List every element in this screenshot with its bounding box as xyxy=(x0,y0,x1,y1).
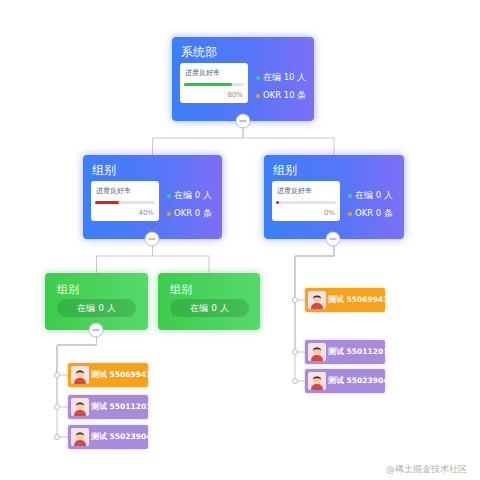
junction-dot xyxy=(55,373,60,378)
progress-track xyxy=(184,83,244,86)
member-name: 测试 55011201 xyxy=(328,347,388,357)
progress-fill xyxy=(276,201,279,204)
member-card: 测试 55023904 xyxy=(68,425,148,449)
headcount-stat: 在编 0 人 xyxy=(355,190,393,201)
junction-dot xyxy=(293,379,298,384)
headcount-pill: 在编 0 人 xyxy=(57,299,136,317)
team-name: 组别 xyxy=(57,282,79,297)
progress-fill xyxy=(95,201,119,204)
junction-dot xyxy=(293,298,298,303)
headcount-stat: 在编 0 人 xyxy=(190,302,228,315)
team-box: 组别在编 0 人 xyxy=(158,273,260,330)
progress-track xyxy=(276,201,336,204)
member-name: 测试 55069947 xyxy=(91,370,151,380)
progress-percent: 40% xyxy=(138,209,154,217)
member-card: 测试 55011201 xyxy=(68,395,148,419)
progress-fill xyxy=(184,83,232,86)
status-dot xyxy=(167,212,171,216)
member-name: 测试 55023904 xyxy=(91,432,151,442)
tree-connector xyxy=(243,121,334,155)
team-name: 组别 xyxy=(170,282,192,297)
progress-card: 进度良好率 40% xyxy=(91,181,159,221)
progress-card: 进度良好率 80% xyxy=(180,63,248,103)
okr-stat: OKR 0 条 xyxy=(355,208,393,219)
progress-percent: 80% xyxy=(227,91,243,99)
tree-connector xyxy=(153,121,244,155)
okr-stat: OKR 0 条 xyxy=(174,208,212,219)
headcount-stat: 在编 0 人 xyxy=(174,190,212,201)
member-name: 测试 55069947 xyxy=(328,295,388,305)
status-dot xyxy=(348,212,352,216)
group-box: 组别在编 0 人 OKR 0 条 进度良好率 0% xyxy=(264,155,404,239)
tree-connector xyxy=(153,239,210,273)
member-card: 测试 55069947 xyxy=(305,288,385,312)
progress-label: 进度良好率 xyxy=(277,186,312,196)
member-card: 测试 55023904 xyxy=(305,369,385,393)
member-name: 测试 55011201 xyxy=(91,402,151,412)
department-box: 系统部在编 10 人 OKR 10 条 进度良好率 80% xyxy=(172,37,314,121)
tree-connector xyxy=(97,239,153,273)
department-name: 系统部 xyxy=(181,44,217,61)
team-box: 组别在编 0 人 xyxy=(45,273,148,330)
progress-label: 进度良好率 xyxy=(96,186,131,196)
okr-stat: OKR 10 条 xyxy=(263,90,306,101)
status-dot xyxy=(256,76,260,80)
progress-percent: 0% xyxy=(324,209,335,217)
watermark: @稀土掘金技术社区 xyxy=(386,463,467,476)
progress-label: 进度良好率 xyxy=(185,68,220,78)
progress-track xyxy=(95,201,155,204)
member-card: 测试 55011201 xyxy=(305,340,385,364)
junction-dot xyxy=(55,435,60,440)
headcount-stat: 在编 0 人 xyxy=(77,302,115,315)
status-dot xyxy=(256,94,260,98)
junction-dot xyxy=(293,350,298,355)
progress-card: 进度良好率 0% xyxy=(272,181,340,221)
member-name: 测试 55023904 xyxy=(328,376,388,386)
group-box: 组别在编 0 人 OKR 0 条 进度良好率 40% xyxy=(83,155,222,239)
status-dot xyxy=(348,194,352,198)
group-name: 组别 xyxy=(92,162,116,179)
member-card: 测试 55069947 xyxy=(68,363,148,387)
status-dot xyxy=(167,194,171,198)
junction-dot xyxy=(55,405,60,410)
group-name: 组别 xyxy=(273,162,297,179)
headcount-stat: 在编 10 人 xyxy=(263,72,306,83)
headcount-pill: 在编 0 人 xyxy=(170,299,249,317)
